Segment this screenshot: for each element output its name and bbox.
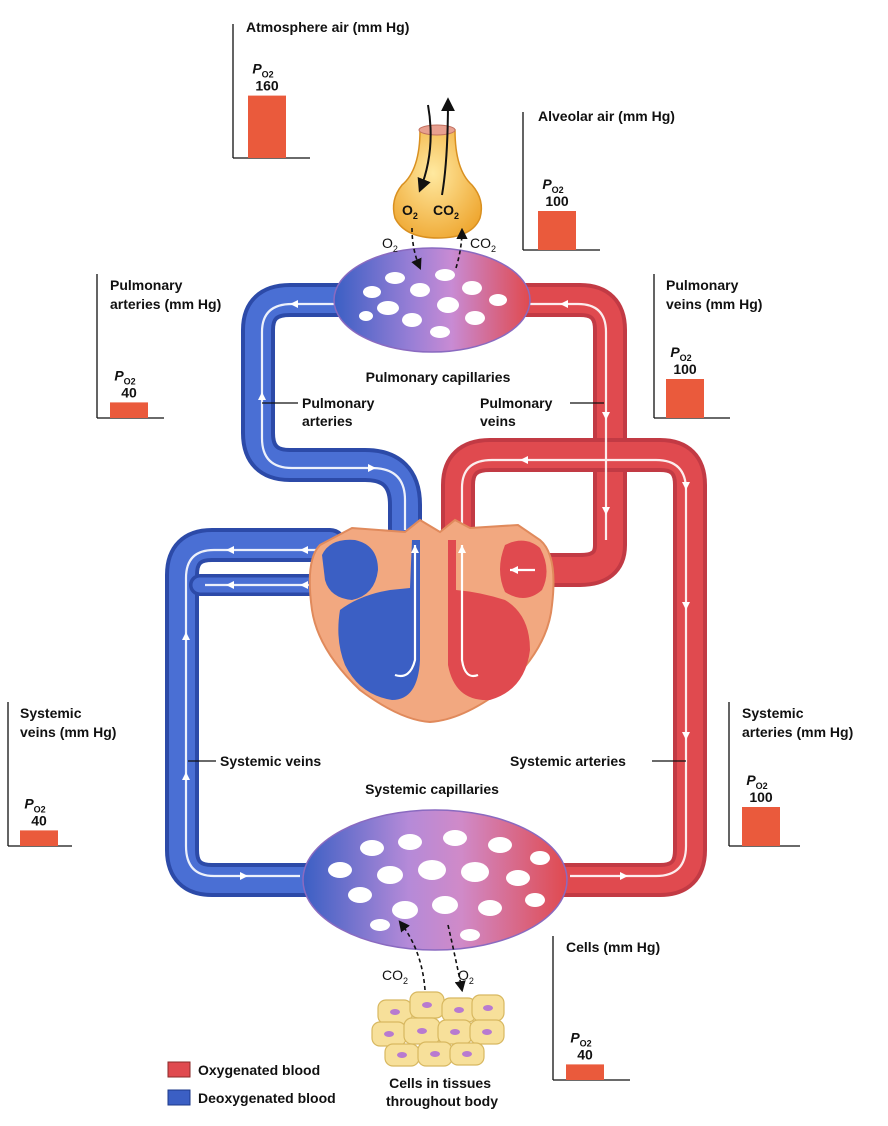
systemic-veins-label: Systemic veins bbox=[220, 753, 321, 769]
gauge-bar bbox=[110, 402, 148, 418]
gauge-bar bbox=[20, 830, 58, 846]
gauge-symbol: PO2 bbox=[114, 367, 135, 386]
svg-text:CO2: CO2 bbox=[382, 967, 408, 986]
alveolus-co2-label: CO2 bbox=[433, 202, 459, 221]
svg-text:O2: O2 bbox=[458, 967, 474, 986]
gauge-value: 40 bbox=[31, 812, 47, 828]
gauge-symbol: PO2 bbox=[670, 344, 691, 363]
systemic-arteries-label: Systemic arteries bbox=[510, 753, 626, 769]
gauge-value: 100 bbox=[749, 789, 773, 805]
co2-diffusion-arrow bbox=[455, 227, 468, 269]
gauge-value: 100 bbox=[545, 193, 569, 209]
gauge-bar bbox=[248, 95, 286, 158]
pulmonary-vein-vessel bbox=[503, 283, 627, 587]
gauge-value: 160 bbox=[255, 78, 279, 94]
legend-label-oxygenated: Oxygenated blood bbox=[198, 1062, 320, 1078]
gauge-value: 40 bbox=[577, 1046, 593, 1062]
alveolus: O2 CO2 O2 CO2 bbox=[382, 97, 496, 271]
structure-labels: Pulmonary capillaries Pulmonary arteries… bbox=[188, 369, 686, 1109]
systemic-capillaries-label: Systemic capillaries bbox=[365, 781, 499, 797]
alveolus-o2-label: O2 bbox=[402, 202, 418, 221]
o2-diffusion-arrow bbox=[411, 227, 422, 271]
gauge-title: Cells (mm Hg) bbox=[566, 939, 660, 955]
right-ventricle bbox=[338, 540, 420, 700]
pulmonary-arteries-label: Pulmonary arteries bbox=[302, 395, 378, 429]
gauge-symbol: PO2 bbox=[542, 176, 563, 195]
systemic-capillary-bed bbox=[302, 809, 568, 951]
svg-text:CO2: CO2 bbox=[470, 235, 496, 254]
cells-in-tissues-label: Cells in tissues throughout body bbox=[386, 1075, 498, 1109]
heart bbox=[308, 518, 555, 724]
left-ventricle bbox=[448, 540, 530, 701]
gauge-title: Alveolar air (mm Hg) bbox=[538, 108, 675, 124]
pulmonary-capillaries-label: Pulmonary capillaries bbox=[366, 369, 511, 385]
gauge-value: 100 bbox=[673, 361, 697, 377]
gauge-value: 40 bbox=[121, 384, 137, 400]
gauge-bar bbox=[666, 379, 704, 418]
gauge-symbol: PO2 bbox=[570, 1029, 591, 1048]
right-atrium bbox=[322, 539, 378, 600]
vessels bbox=[165, 283, 707, 897]
gauge-symbol: PO2 bbox=[746, 772, 767, 791]
pulmonary-veins-label: Pulmonary veins bbox=[480, 395, 556, 429]
gauge-bar bbox=[566, 1064, 604, 1080]
gauge-bar bbox=[538, 211, 576, 250]
legend-swatch-deoxygenated bbox=[167, 1089, 191, 1106]
legend-label-deoxygenated: Deoxygenated blood bbox=[198, 1090, 336, 1106]
gauge-symbol: PO2 bbox=[252, 61, 273, 80]
gauge-bar bbox=[742, 807, 780, 846]
gauge-title: Atmosphere air (mm Hg) bbox=[246, 19, 409, 35]
co2-release-arrow bbox=[398, 920, 426, 991]
legend: Oxygenated blood Deoxygenated blood bbox=[167, 1061, 336, 1106]
pulmonary-capillary-bed bbox=[333, 247, 531, 353]
svg-text:O2: O2 bbox=[382, 235, 398, 254]
tissue-cells: CO2 O2 bbox=[371, 920, 505, 1067]
legend-swatch-oxygenated bbox=[167, 1061, 191, 1078]
gauge-symbol: PO2 bbox=[24, 795, 45, 814]
